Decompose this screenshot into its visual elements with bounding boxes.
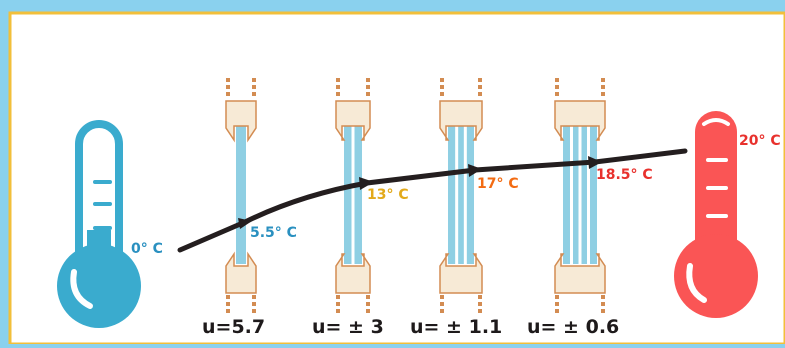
window-2-u-value: u= ± 3: [312, 316, 384, 338]
window-2-temperature-label: 13° C: [367, 187, 409, 203]
window-4-cross-section: [554, 78, 606, 316]
glass-unit: [448, 124, 474, 264]
cold-thermometer-icon: [57, 120, 141, 328]
window-1-temperature-label: 5.5° C: [250, 225, 297, 241]
window-2-cross-section: [335, 78, 371, 316]
window-4-u-value: u= ± 0.6: [527, 316, 619, 338]
window-group: [225, 78, 606, 316]
bottom-frame: [439, 253, 483, 294]
top-frame: [439, 100, 483, 141]
top-frame: [335, 100, 371, 141]
curve-arrow-2: [359, 177, 374, 190]
glass-unit: [236, 124, 246, 264]
window-4-temperature-label: 18.5° C: [596, 167, 653, 183]
curve-arrow-3: [468, 164, 482, 177]
hot-thermometer-icon: [674, 111, 758, 318]
bottom-frame: [554, 253, 606, 294]
top-frame: [554, 100, 606, 141]
bottom-frame: [335, 253, 371, 294]
top-frame: [225, 100, 257, 143]
window-3-temperature-label: 17° C: [477, 176, 519, 192]
curve-arrow-1: [238, 218, 252, 229]
window-3-cross-section: [439, 78, 483, 316]
window-1-cross-section: [225, 78, 257, 316]
window-3-u-value: u= ± 1.1: [410, 316, 502, 338]
curve-arrow-4: [588, 156, 602, 169]
bottom-frame: [225, 251, 257, 294]
window-1-u-value: u=5.7: [202, 316, 265, 338]
temperature-curve: [177, 148, 688, 253]
hot-temperature-label: 20° C: [739, 133, 781, 149]
cold-temperature-label: 0° C: [131, 241, 163, 257]
